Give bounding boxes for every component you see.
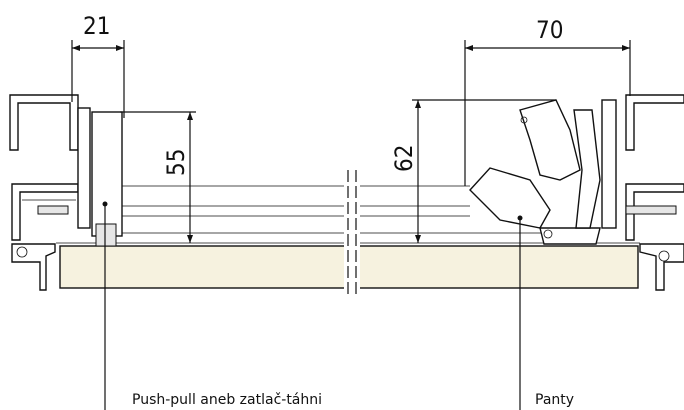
hinge [469,99,601,245]
dimension-70 [464,40,631,186]
dimension-62 [412,99,556,243]
break-marks [344,170,360,294]
dimension-55 [120,111,196,243]
label-hinges: Panty [535,392,574,408]
label-push-pull: Push-pull aneb zatlač-táhni [132,392,322,408]
dimension-21 [71,40,125,118]
push-pull-handle [91,111,123,247]
dimension-70-label: 70 [536,16,563,44]
right-frame-profile [601,94,684,291]
left-frame-profile [9,94,91,291]
dimension-62-label: 62 [390,145,418,172]
dimension-21-label: 21 [83,12,110,40]
dimension-55-label: 55 [162,149,190,176]
